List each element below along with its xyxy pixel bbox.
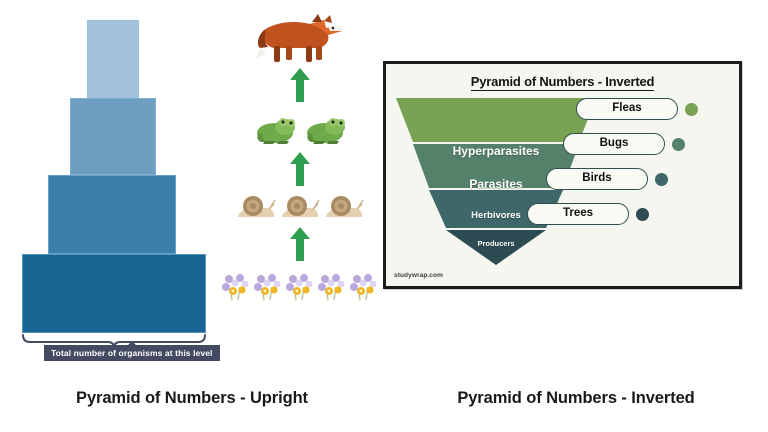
fox-icon <box>256 13 342 62</box>
flower-group <box>215 268 385 304</box>
pyramid-tier-third <box>70 98 156 175</box>
organism-column <box>215 0 385 335</box>
legend-dot-hyperparasites <box>685 103 698 116</box>
frog-icon <box>257 118 295 144</box>
inverted-pyramid-card: Pyramid of Numbers - Inverted Hyperparas… <box>383 61 742 289</box>
funnel-label-producers: Producers <box>477 239 515 248</box>
snail-icon <box>238 196 276 217</box>
flower-icon <box>254 274 281 301</box>
watermark: studywrap.com <box>394 272 443 279</box>
snail-icon <box>326 196 364 217</box>
energy-arrow-2 <box>215 152 385 186</box>
funnel-label-parasites: Parasites <box>469 177 523 191</box>
pyramid-tier-second <box>48 175 176 254</box>
caption-upright: Pyramid of Numbers - Upright <box>76 389 308 407</box>
funnel-band-hyperparasites <box>396 98 596 142</box>
example-pill-fleas: Fleas <box>576 98 678 120</box>
funnel-band-parasites <box>413 144 579 188</box>
legend-dot-parasites <box>672 138 685 151</box>
upright-pyramid-panel: Total number of organisms at this level <box>22 0 385 361</box>
flower-icon <box>222 274 249 301</box>
energy-arrow-3 <box>215 68 385 102</box>
funnel-band-producers <box>446 230 546 265</box>
snail-group <box>215 190 385 224</box>
pyramid-tier-top <box>87 20 139 98</box>
brace-label: Total number of organisms at this level <box>44 341 220 361</box>
legend-dot-producers <box>636 208 649 221</box>
frog-icon <box>307 118 345 144</box>
example-pill-bugs: Bugs <box>563 133 665 155</box>
energy-arrow-1 <box>215 227 385 261</box>
frog-group <box>215 110 385 150</box>
flower-icon <box>318 274 345 301</box>
example-pill-trees: Trees <box>527 203 629 225</box>
flower-icon <box>350 274 377 301</box>
example-pill-birds: Birds <box>546 168 648 190</box>
funnel-label-herbivores: Herbivores <box>471 210 521 221</box>
flower-icon <box>286 274 313 301</box>
caption-inverted: Pyramid of Numbers - Inverted <box>457 389 695 407</box>
pyramid-tier-base <box>22 254 206 333</box>
legend-dot-herbivores <box>655 173 668 186</box>
fox-group <box>215 12 385 67</box>
card-title-text: Pyramid of Numbers - Inverted <box>470 74 655 91</box>
card-title: Pyramid of Numbers - Inverted <box>386 74 739 91</box>
snail-icon <box>282 196 320 217</box>
funnel-label-hyperparasites: Hyperparasites <box>452 144 540 158</box>
